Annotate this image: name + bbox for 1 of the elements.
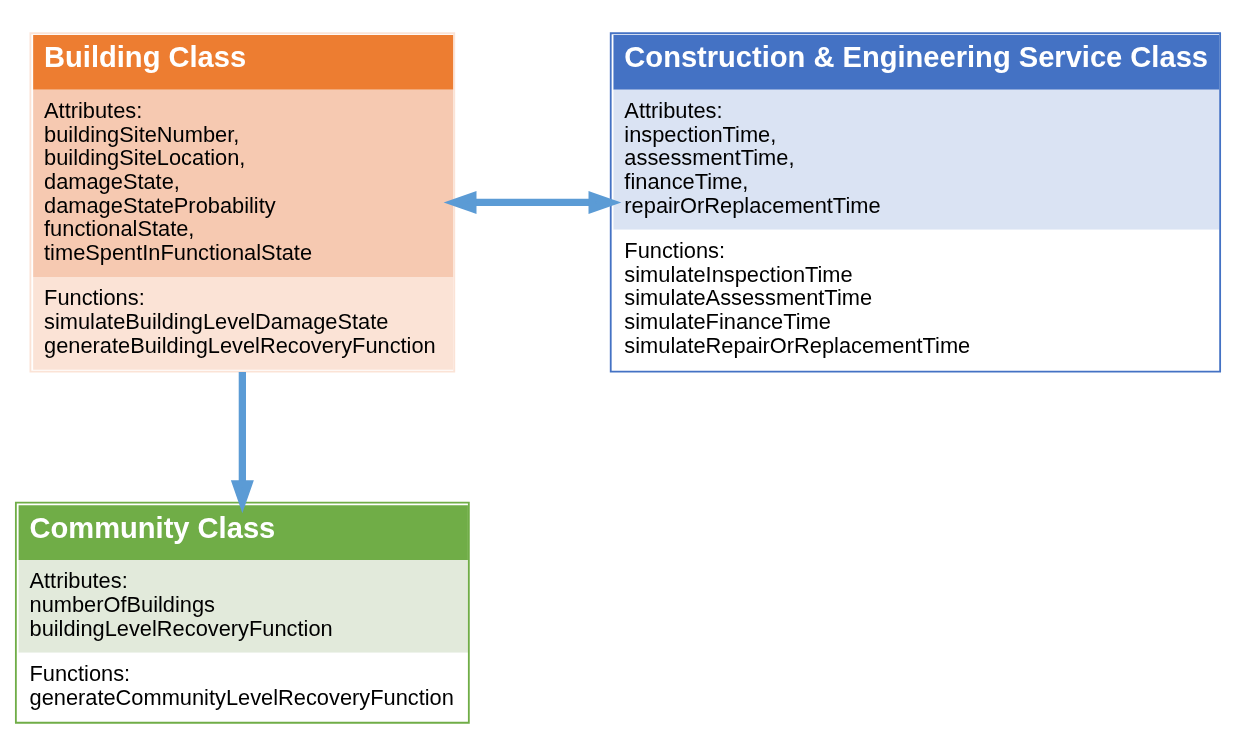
arrow bbox=[443, 190, 622, 214]
